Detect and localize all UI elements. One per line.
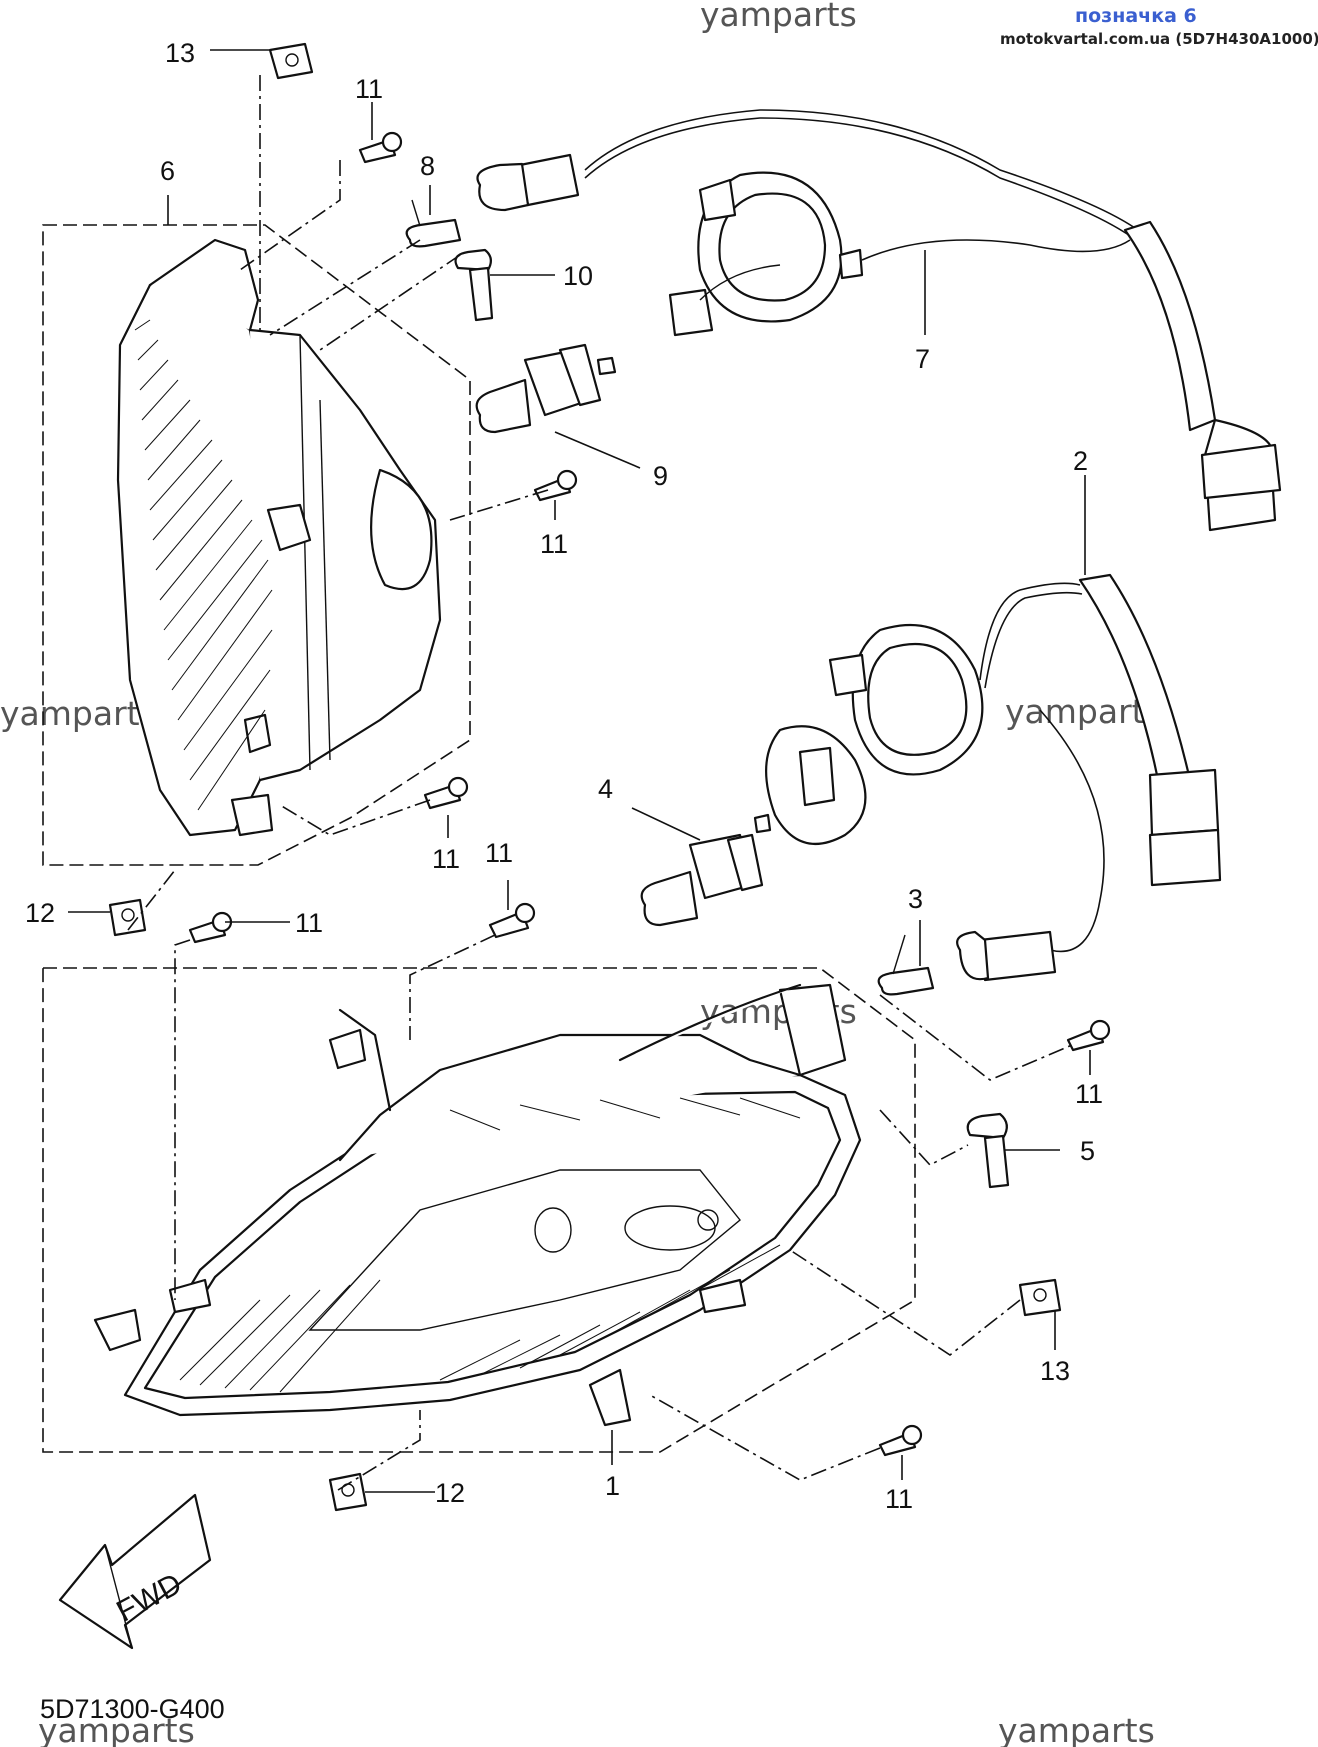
callout-11-bottom: 11	[885, 1484, 913, 1514]
callout-1: 1	[605, 1471, 620, 1501]
upper-wiring-harness	[476, 109, 1282, 532]
callout-4: 4	[598, 774, 613, 804]
watermark-ua-badge: позначка 6	[1075, 5, 1197, 27]
callout-11-top: 11	[355, 74, 383, 104]
watermark-yamparts-top: yamparts	[700, 0, 857, 34]
watermark-yamparts-left: yamparts	[0, 694, 157, 733]
watermark-yamparts-bottom-right: yamparts	[998, 1711, 1155, 1747]
callout-12-bottom: 12	[435, 1478, 465, 1508]
forward-direction-arrow: FWD	[58, 1493, 212, 1650]
callout-6: 6	[160, 156, 175, 186]
bulb-socket-5	[966, 1112, 1010, 1189]
watermark-yamparts-bottom-left: yamparts	[38, 1711, 195, 1747]
headlight-bulb-9	[475, 343, 617, 434]
callout-11-right: 11	[1075, 1079, 1103, 1109]
bulb-socket-10	[454, 248, 494, 322]
callout-2: 2	[1073, 446, 1088, 476]
watermark-ua-site: motokvartal.com.ua (5D7H430A1000)	[1000, 30, 1318, 48]
leader-lines	[68, 49, 1091, 1493]
lower-wiring-harness	[765, 573, 1222, 982]
clip-group	[108, 42, 1062, 1512]
position-bulb-3	[877, 934, 935, 996]
upper-headlight-unit	[116, 238, 442, 837]
callout-12-left: 12	[25, 898, 55, 928]
callout-5: 5	[1080, 1136, 1095, 1166]
callout-13-bottom: 13	[1040, 1356, 1070, 1386]
diagram-code: 5D71300-G400	[40, 1694, 225, 1724]
callout-11-upper-bottom: 11	[432, 844, 460, 874]
upper-assembly-outline	[42, 224, 471, 866]
callout-11-left: 11	[295, 908, 323, 938]
callout-labels: 13 11 8 6 10 7 9 11 2 4 11 11 3 12 11 11…	[25, 38, 1103, 1514]
lower-assembly-outline	[42, 967, 916, 1453]
lower-headlight-unit	[93, 983, 862, 1427]
callout-7: 7	[915, 344, 930, 374]
callout-3: 3	[908, 884, 923, 914]
callout-9: 9	[653, 461, 668, 491]
callout-11-mid: 11	[485, 838, 513, 868]
headlight-bulb-4	[640, 813, 772, 927]
callout-13-top: 13	[165, 38, 195, 68]
position-bulb-8	[405, 199, 462, 248]
callout-8: 8	[420, 151, 435, 181]
callout-10: 10	[563, 261, 593, 291]
callout-11-upper-right: 11	[540, 529, 568, 559]
